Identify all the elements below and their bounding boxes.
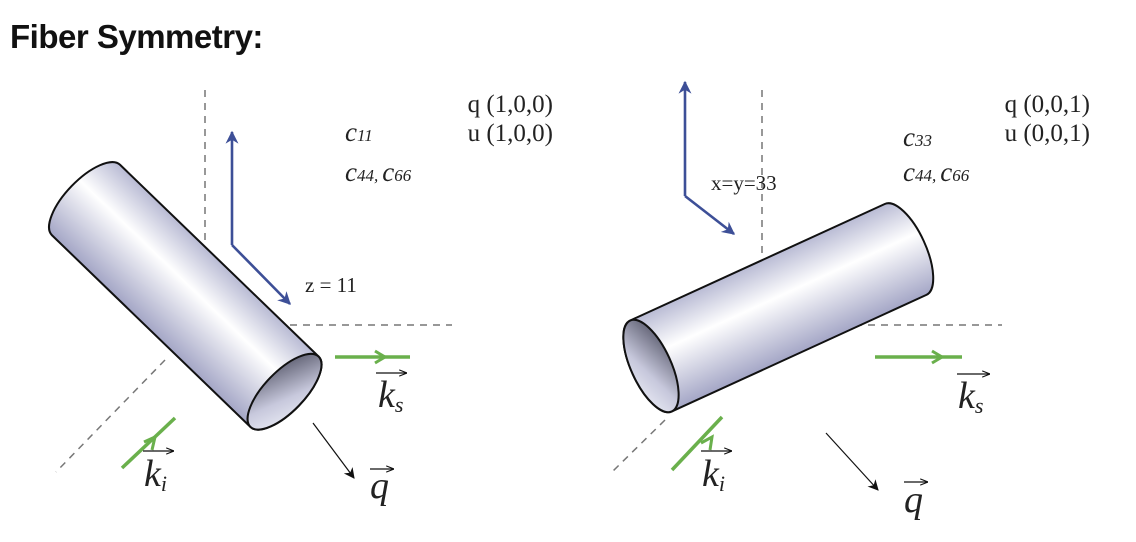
svg-text:q: q bbox=[904, 479, 923, 521]
coordinate-arrows bbox=[225, 130, 291, 305]
scattered-beam bbox=[335, 349, 410, 365]
elastic-constant-main: c33 bbox=[903, 122, 932, 152]
panel-fiber-x: q (1,0,0) u (1,0,0) c11 c44,c66 z = 11 k… bbox=[48, 90, 553, 507]
ks-label: ks bbox=[376, 373, 407, 417]
incident-beam bbox=[120, 416, 177, 470]
fiber-cylinder bbox=[48, 161, 323, 431]
q-vector-arrow bbox=[312, 422, 355, 479]
q-direction: q (1,0,0) bbox=[468, 91, 553, 118]
axis-label: z = 11 bbox=[305, 273, 357, 297]
elastic-constants-shear: c44,c66 bbox=[345, 157, 412, 187]
svg-text:ki: ki bbox=[702, 453, 725, 496]
u-direction: u (1,0,0) bbox=[468, 120, 553, 147]
q-direction: q (0,0,1) bbox=[1005, 91, 1090, 118]
panel-fiber-z: q (0,0,1) u (0,0,1) c33 c44,c66 x=y=33 k… bbox=[611, 80, 1090, 521]
axis-label: x=y=33 bbox=[711, 171, 777, 195]
ki-label: ki bbox=[701, 451, 732, 496]
q-label: q bbox=[370, 465, 394, 507]
svg-text:q: q bbox=[370, 465, 389, 507]
q-vector-arrow bbox=[825, 432, 879, 491]
fiber-cylinder bbox=[622, 202, 935, 414]
svg-text:ks: ks bbox=[958, 375, 983, 418]
svg-text:ki: ki bbox=[144, 453, 167, 496]
scattered-beam bbox=[875, 349, 962, 365]
coordinate-arrows bbox=[678, 80, 736, 236]
figure-title: Fiber Symmetry: bbox=[10, 18, 263, 55]
dashed-axes bbox=[55, 90, 452, 473]
dashed-axes bbox=[611, 90, 1002, 473]
ki-label: ki bbox=[143, 451, 174, 496]
elastic-constant-main: c11 bbox=[345, 117, 373, 147]
elastic-constants-shear: c44,c66 bbox=[903, 157, 970, 187]
u-direction: u (0,0,1) bbox=[1005, 120, 1090, 147]
ks-label: ks bbox=[957, 374, 990, 418]
q-label: q bbox=[904, 479, 928, 521]
incident-beam bbox=[670, 415, 724, 472]
svg-text:ks: ks bbox=[378, 374, 403, 417]
